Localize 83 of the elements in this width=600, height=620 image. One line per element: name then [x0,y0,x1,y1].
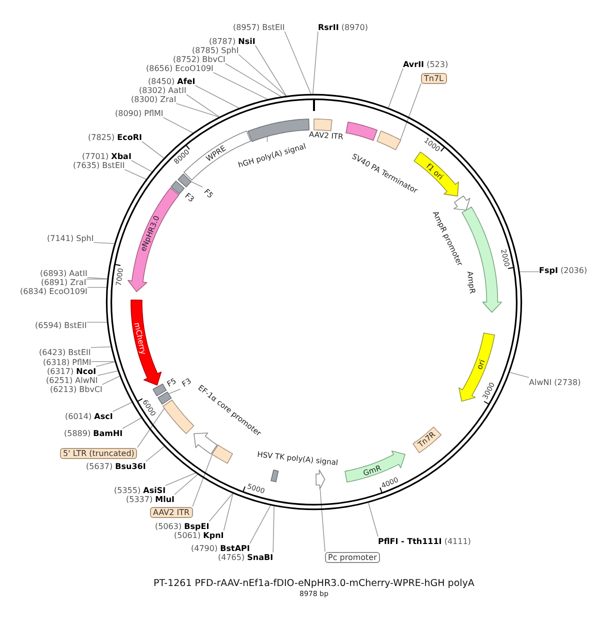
restriction-site-label: (8656) EcoO109I [146,64,214,72]
restriction-site-label: (5355) AsiSI [114,486,166,494]
leader-line [254,45,287,96]
leader-line [509,372,530,378]
leader-line [168,388,181,394]
restriction-site-label: (5061) KpnI [174,530,224,540]
restriction-site-label: (6317) NcoI [47,366,96,376]
leader-line [142,141,164,159]
leader-line [86,278,108,280]
leader-line [312,31,318,94]
feature-label-tag: Pc promoter [325,552,380,562]
restriction-site-label: (6014) AscI [65,412,113,420]
leader-line [137,408,165,448]
restriction-site-label: FspI (2036) [539,266,588,274]
restriction-site-label: AvrII (523) [403,60,448,68]
leader-line [224,63,282,97]
restriction-site-label: (7825) EcoRI [88,132,142,142]
leader-line [174,474,198,495]
leader-line [162,117,194,134]
leader-line [249,505,271,544]
leader-line [190,180,203,188]
restriction-site-label: (7141) SphI [47,234,94,242]
leader-line [131,160,152,172]
leader-line [86,322,108,323]
leader-line [90,346,112,348]
restriction-site-label: (8752) BbvCI [173,54,226,64]
restriction-site-label: (5637) Bsu36I [86,462,146,470]
leader-line [122,418,142,429]
leader-line [97,370,118,376]
restriction-site-label: (6891) ZraI [41,278,86,286]
leader-line [519,271,540,272]
restriction-site-label: (8787) NsiI [209,36,256,46]
leader-line [284,31,312,94]
leader-line [86,277,108,280]
restriction-site-label: (8957) BstEII [233,22,285,32]
restriction-site-label: (6594) BstEII [35,320,87,330]
leader-line [90,361,116,362]
restriction-site-label: RsrII (8970) [318,22,368,32]
restriction-site-label: (7635) BstEII [73,160,125,170]
leader-line [194,85,240,108]
restriction-site-label: (5063) BspEI [155,522,210,530]
restriction-site-label: (8090) PflMI [115,108,164,118]
leader-line [145,446,165,462]
leader-line [213,72,268,100]
leader-line [238,54,286,96]
restriction-site-label: (6893) AatII [40,268,88,278]
restriction-site-label: (6251) AlwNI [46,376,98,384]
leader-line [186,94,220,118]
leader-line [272,506,274,553]
leader-line [223,493,234,531]
leader-line [165,472,196,486]
restriction-site-label: (5337) MluI [126,494,175,504]
restriction-site-label: AlwNI (2738) [529,378,581,386]
leader-line [400,83,422,140]
restriction-site-label: (8302) AatII [139,86,186,94]
leader-line [320,489,326,552]
leader-line [87,286,107,288]
restriction-site-label: (6423) BstEII [39,348,91,356]
leader-line [102,376,120,385]
restriction-site-label: (8300) ZraI [131,94,176,104]
leader-line [388,68,404,108]
leader-line [93,242,115,244]
leader-line [192,454,213,507]
restriction-site-label: (4790) BstAPI [191,544,250,552]
leader-line [368,502,378,537]
feature-label-tag: Tn7L [421,72,447,84]
restriction-site-label: (8450) AfeI [148,76,196,86]
restriction-site-label: (7701) XbaI [82,152,132,160]
leader-line [112,402,132,412]
leader-line [208,493,234,522]
restriction-site-label: PflFI - Tth111I (4111) [378,536,471,546]
leader-line [176,103,220,118]
map-title: PT-1261 PFD-rAAV-nEf1a-fDIO-eNpHR3.0-mCherry-WPRE-hGH polyA [154,578,474,588]
restriction-site-label: (6834) EcoO109I [20,286,88,296]
restriction-site-label: (5889) BamHI [64,428,123,438]
restriction-site-label: (8785) SphI [192,46,239,54]
feature-label-tag: 5' LTR (truncated) [60,448,138,458]
restriction-site-label: (6213) BbvCI [50,384,102,394]
feature-label-tag: AAV2 ITR [150,506,193,518]
restriction-site-label: (6318) PflMI [43,358,92,366]
restriction-site-label: (4765) SnaBI [218,552,274,562]
leader-line [124,169,146,180]
leader-line [96,361,116,367]
